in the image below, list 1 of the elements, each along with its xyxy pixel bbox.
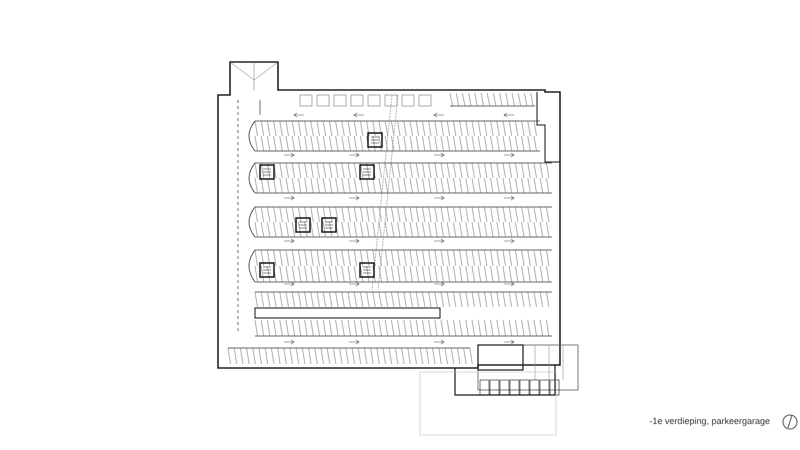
plan-caption: -1e verdieping, parkeergarage: [648, 416, 770, 426]
